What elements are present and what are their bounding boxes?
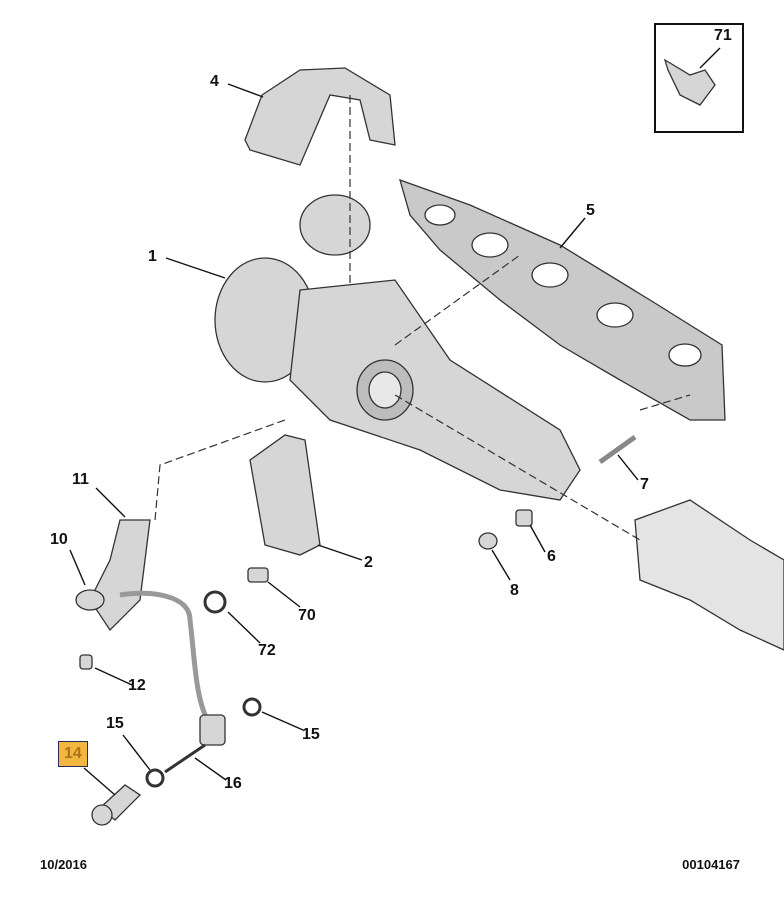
oil-feed-pipe-part	[119, 590, 213, 727]
label-16[interactable]: 16	[224, 775, 242, 792]
label-2[interactable]: 2	[364, 554, 373, 571]
exhaust-manifold-part	[289, 279, 581, 501]
heat-shield-part	[244, 67, 396, 166]
label-8[interactable]: 8	[510, 582, 519, 599]
label-70[interactable]: 70	[298, 607, 316, 624]
exhaust-pipe-part	[634, 499, 784, 651]
nut-part	[478, 532, 498, 550]
label-5[interactable]: 5	[586, 202, 595, 219]
label-15-right[interactable]: 15	[302, 726, 320, 743]
diagram-reference: 00104167	[682, 857, 740, 872]
bolt-part	[247, 567, 269, 583]
diagram-date: 10/2016	[40, 857, 87, 872]
bolt-part	[79, 654, 93, 670]
inset-bolt-part	[663, 58, 716, 106]
label-71[interactable]: 71	[714, 27, 732, 44]
label-1[interactable]: 1	[148, 248, 157, 265]
label-14-highlighted[interactable]: 14	[58, 741, 88, 767]
inset-box-part-71	[654, 23, 744, 133]
support-bracket-part	[249, 434, 321, 556]
label-10[interactable]: 10	[50, 531, 68, 548]
label-11[interactable]: 11	[72, 471, 89, 488]
label-12[interactable]: 12	[128, 677, 146, 694]
washer-part	[145, 768, 165, 788]
label-7[interactable]: 7	[640, 476, 649, 493]
label-72[interactable]: 72	[258, 642, 276, 659]
washer-part	[203, 590, 227, 614]
washer-part	[242, 697, 262, 717]
spacer-part	[515, 509, 533, 527]
oil-return-pipe-part	[89, 519, 151, 632]
label-15-left[interactable]: 15	[106, 715, 124, 732]
label-4[interactable]: 4	[210, 73, 219, 90]
label-6[interactable]: 6	[547, 548, 556, 565]
turbo-actuator-part	[299, 194, 371, 256]
